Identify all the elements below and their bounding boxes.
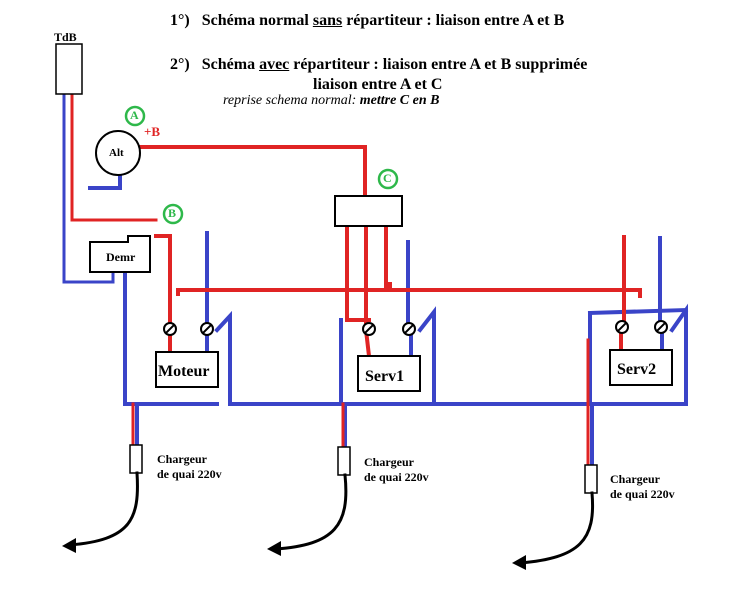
header-line-2: 2°) Schéma avec répartiteur : liaison en… [170, 56, 588, 73]
moteur-label: Moteur [158, 363, 210, 380]
plus-b-label: +B [144, 124, 161, 139]
marker-a [124, 105, 146, 127]
tdb-label: TdB [54, 30, 77, 44]
alt-circle [95, 130, 141, 176]
header-line-1: 1°) Schéma normal sans répartiteur : lia… [170, 12, 565, 29]
blue-wires [62, 93, 689, 467]
marker-a-label: A [130, 108, 139, 122]
serv1-label: Serv1 [365, 368, 405, 385]
serv1-battery [357, 355, 421, 392]
marker-c [377, 168, 399, 190]
serv2-label: Serv2 [617, 361, 657, 378]
tdb-box [55, 43, 83, 95]
header-line-3: liaison entre A et C [313, 76, 443, 93]
red-wires [70, 93, 642, 467]
header-line-4: reprise schema normal: mettre C en B [223, 93, 440, 108]
c-box [334, 195, 403, 227]
moteur-battery [155, 351, 219, 388]
demr-label: Demr [106, 250, 136, 264]
marker-b [162, 203, 184, 225]
alt-label: Alt [109, 147, 124, 159]
demr-box [89, 235, 151, 273]
marker-b-label: B [168, 206, 177, 220]
serv2-battery [609, 349, 673, 386]
marker-c-label: C [383, 171, 392, 185]
